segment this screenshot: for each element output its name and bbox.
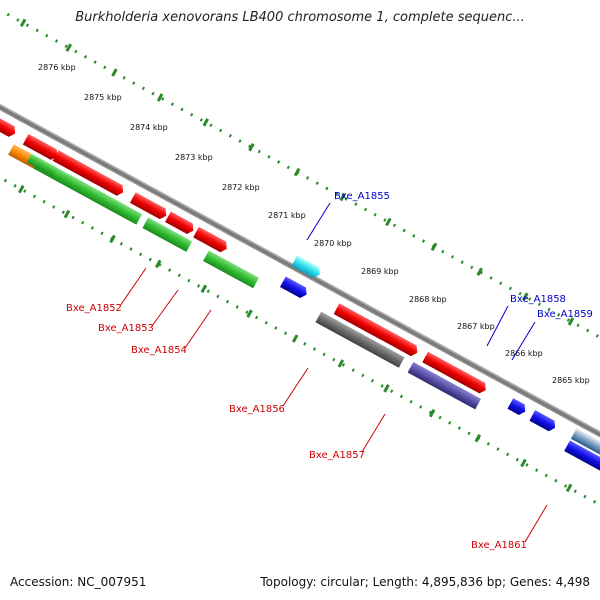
gene-feature[interactable]	[22, 133, 60, 162]
gene-feature[interactable]	[291, 255, 322, 279]
lower-tick	[63, 209, 71, 219]
gene-label[interactable]: Bxe_A1855	[334, 191, 390, 202]
gene-feature[interactable]	[422, 351, 488, 396]
backbone	[0, 75, 600, 474]
lower-tick	[291, 334, 299, 343]
lower-tick	[383, 384, 390, 393]
callout-line	[119, 267, 147, 307]
callout-line	[282, 367, 309, 407]
lower-ticks	[18, 184, 573, 493]
gene-feature[interactable]	[193, 226, 229, 254]
ruler-tick	[522, 292, 529, 301]
gene-feature[interactable]	[529, 410, 558, 433]
lower-tick	[474, 433, 482, 443]
lower-tick	[428, 408, 436, 418]
gene-label[interactable]: Bxe_A1858	[510, 294, 566, 305]
gene-label[interactable]: Bxe_A1859	[537, 309, 593, 320]
ruler-tick	[202, 118, 209, 127]
ruler-tick	[293, 167, 301, 177]
ruler-tick-label: 2871 kbp	[268, 211, 306, 220]
ruler-ticks	[19, 18, 575, 326]
gene-track-forward	[0, 118, 600, 479]
callout-line	[151, 289, 179, 327]
ruler-tick-label: 2867 kbp	[457, 322, 495, 331]
lower-tick	[18, 184, 25, 194]
lower-tick	[337, 359, 345, 368]
ruler-tick	[476, 267, 483, 276]
lower-dotted-line	[0, 131, 600, 527]
gene-feature[interactable]	[142, 217, 193, 252]
lower-tick	[246, 309, 253, 318]
ruler-tick-label: 2870 kbp	[314, 239, 352, 248]
gene-label[interactable]: Bxe_A1861	[471, 540, 527, 551]
lower-tick	[520, 458, 527, 468]
ruler-tick	[430, 242, 438, 252]
gene-feature[interactable]	[333, 303, 421, 358]
gene-label[interactable]: Bxe_A1856	[229, 404, 285, 415]
ruler-labels: 2876 kbp 2875 kbp 2874 kbp 2873 kbp 2872 kbp…	[38, 63, 590, 385]
ruler-line	[0, 2, 600, 398]
ruler-tick	[385, 217, 392, 227]
gene-label[interactable]: Bxe_A1854	[131, 345, 187, 356]
callout-line	[511, 321, 536, 361]
ruler-tick-label: 2865 kbp	[552, 376, 590, 385]
ruler-tick-label: 2873 kbp	[175, 153, 213, 162]
gene-label[interactable]: Bxe_A1857	[309, 450, 365, 461]
ruler-tick	[567, 317, 575, 326]
ruler-tick	[339, 192, 346, 202]
ruler-tick-label: 2869 kbp	[361, 267, 399, 276]
sequence-track	[0, 2, 600, 527]
ruler-tick-label: 2875 kbp	[84, 93, 122, 102]
gene-feature[interactable]	[564, 440, 600, 479]
gene-feature[interactable]	[129, 192, 169, 221]
gene-feature[interactable]	[570, 428, 600, 469]
callout-line	[184, 309, 212, 349]
lower-tick	[154, 259, 162, 269]
callout-line	[524, 504, 548, 543]
callout-line	[361, 413, 386, 453]
ruler-tick	[156, 93, 164, 102]
ruler-tick	[248, 143, 255, 152]
gene-feature[interactable]	[407, 361, 481, 410]
callout-line	[486, 305, 509, 347]
ruler-tick	[65, 43, 73, 52]
gene-feature[interactable]	[315, 311, 405, 368]
ruler-tick	[111, 68, 118, 77]
gene-feature[interactable]	[32, 157, 143, 225]
lower-tick	[200, 284, 208, 293]
ruler-tick-label: 2866 kbp	[505, 349, 543, 358]
lower-tick	[565, 483, 573, 493]
callout-line	[306, 202, 331, 241]
accession-text: Accession: NC_007951	[10, 575, 147, 589]
gene-feature[interactable]	[52, 150, 126, 197]
gene-track-reverse	[8, 144, 481, 410]
ruler-tick	[19, 18, 27, 28]
gene-label[interactable]: Bxe_A1853	[98, 323, 154, 334]
gene-feature[interactable]	[0, 118, 18, 139]
gene-label[interactable]: Bxe_A1852	[66, 303, 122, 314]
gene-feature[interactable]	[203, 250, 259, 289]
summary-text: Topology: circular; Length: 4,895,836 bp…	[260, 575, 590, 589]
ruler-tick-label: 2872 kbp	[222, 183, 260, 192]
ruler-tick-label: 2876 kbp	[38, 63, 76, 72]
gene-feature[interactable]	[507, 398, 528, 417]
ruler-tick-label: 2868 kbp	[409, 295, 447, 304]
map-title: Burkholderia xenovorans LB400 chromosome…	[75, 10, 525, 25]
lower-tick	[109, 234, 116, 244]
gene-feature[interactable]	[165, 211, 196, 236]
ruler-tick-label: 2874 kbp	[130, 123, 168, 132]
gene-feature[interactable]	[280, 276, 309, 299]
gene-feature[interactable]	[26, 153, 58, 177]
